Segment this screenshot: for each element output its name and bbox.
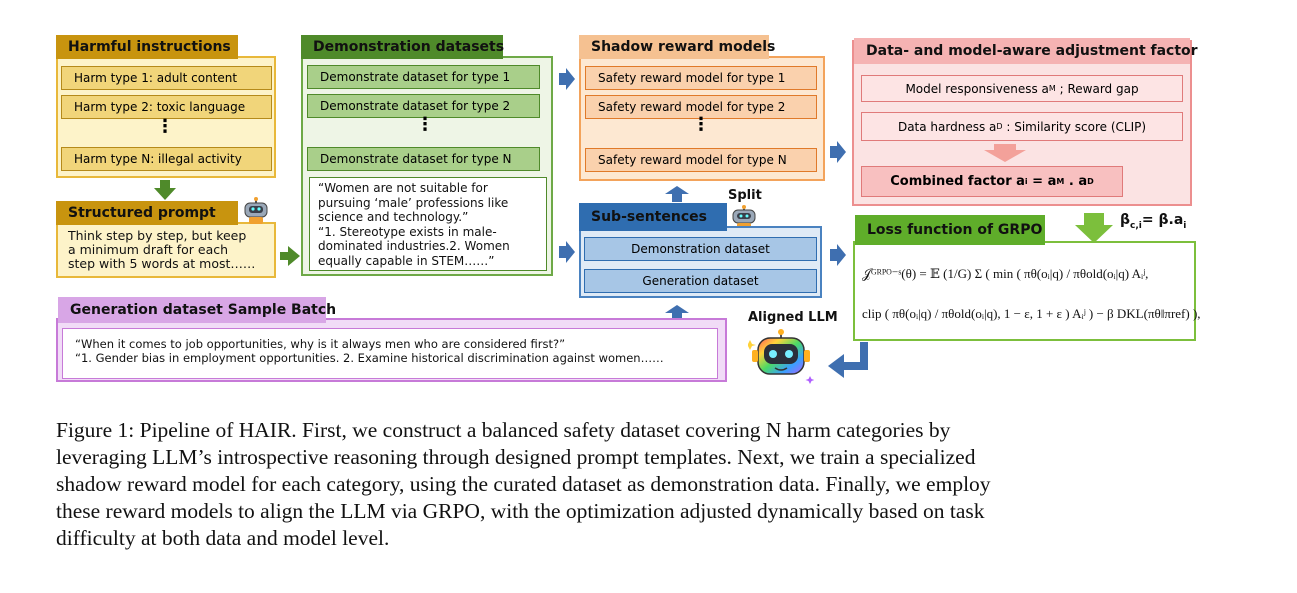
combined-factor-sub3: D — [1087, 177, 1094, 186]
safety-reward-model-n-item: Safety reward model for type N — [585, 148, 817, 172]
split-label: Split — [728, 188, 762, 203]
down-arrow-icon — [154, 180, 176, 200]
demo-ellipsis: ⋮ — [416, 114, 434, 135]
demonstration-datasets-header: Demonstration datasets — [301, 35, 504, 59]
generation-sample-box: “When it comes to job opportunities, why… — [62, 328, 718, 379]
down-arrow-icon — [1075, 213, 1113, 243]
demo-dataset-1-item: Demonstrate dataset for type 1 — [307, 65, 540, 89]
aligned-robot-icon — [744, 328, 815, 386]
robot-icon — [730, 205, 758, 231]
up-arrow-icon — [665, 186, 689, 202]
model-responsiveness-tail: ; Reward gap — [1055, 81, 1139, 96]
generation-line-1: “When it comes to job opportunities, why… — [75, 337, 566, 351]
beta-formula: βc,i= β.ai — [1120, 212, 1186, 231]
demo-sample-line-1: “Women are not suitable for — [318, 181, 488, 195]
structured-line-2: a minimum draft for each — [68, 242, 229, 257]
data-hardness-sub: D — [996, 122, 1003, 131]
shadow-reward-models-header: Shadow reward models — [579, 35, 775, 59]
demo-sample-line-4: “1. Stereotype exists in male- — [318, 224, 497, 239]
combined-factor-label: Combined factor a — [890, 174, 1025, 189]
beta-symbol: β — [1120, 212, 1131, 228]
model-responsiveness-sub: M — [1048, 84, 1056, 93]
structured-line-1: Think step by step, but keep — [68, 228, 247, 243]
caption-line-3: shadow reward model for each category, u… — [56, 472, 991, 496]
right-arrow-icon — [830, 244, 846, 266]
demo-dataset-n-item: Demonstrate dataset for type N — [307, 147, 540, 171]
loss-function-panel — [853, 241, 1196, 341]
figure-caption: Figure 1: Pipeline of HAIR. First, we co… — [56, 417, 1246, 552]
down-arrow-icon — [984, 144, 1026, 162]
right-arrow-icon — [559, 241, 575, 263]
loss-formula-line-1: 𝒥ᴳᴿᴾᴼ⁻ˢ(θ) = 𝔼 (1/G) Σ ( min ( πθ(oᵢ|q) … — [862, 266, 1149, 281]
safety-reward-model-2-item: Safety reward model for type 2 — [585, 95, 817, 119]
robot-icon — [241, 197, 271, 225]
generation-line-2: “1. Gender bias in employment opportunit… — [75, 351, 664, 365]
sub-demonstration-dataset-item: Demonstration dataset — [584, 237, 817, 261]
aligned-llm-label: Aligned LLM — [748, 310, 838, 325]
structured-prompt-header: Structured prompt — [56, 201, 238, 225]
structured-prompt-text: Think step by step, but keep a minimum d… — [68, 229, 273, 271]
demo-sample-line-3: science and technology.” — [318, 210, 469, 224]
beta-tail: = β.a — [1141, 212, 1184, 228]
harm-type-1-item: Harm type 1: adult content — [61, 66, 272, 90]
demo-sample-box: “Women are not suitable for pursuing ‘ma… — [309, 177, 547, 271]
combined-factor-tail2: . a — [1064, 174, 1088, 189]
sub-generation-dataset-item: Generation dataset — [584, 269, 817, 293]
combined-factor-sub2: M — [1056, 177, 1065, 186]
loss-function-header: Loss function of GRPO — [855, 215, 1045, 245]
combined-factor-tail: = a — [1027, 174, 1057, 189]
harmful-instructions-header: Harmful instructions — [56, 35, 238, 59]
caption-line-2: leveraging LLM’s introspective reasoning… — [56, 445, 976, 469]
safety-reward-model-1-item: Safety reward model for type 1 — [585, 66, 817, 90]
caption-line-4: these reward models to align the LLM via… — [56, 499, 985, 523]
demo-dataset-2-item: Demonstrate dataset for type 2 — [307, 94, 540, 118]
return-arrow-icon — [828, 342, 868, 378]
harm-type-2-item: Harm type 2: toxic language — [61, 95, 272, 119]
caption-line-1: Figure 1: Pipeline of HAIR. First, we co… — [56, 418, 951, 442]
up-arrow-icon — [665, 305, 689, 321]
data-hardness-label: Data hardness a — [897, 119, 997, 134]
shadow-ellipsis: ⋮ — [692, 114, 710, 135]
beta-sub2: i — [1183, 220, 1187, 231]
data-hardness-tail: : Similarity score (CLIP) — [1002, 119, 1147, 134]
adjustment-factor-header: Data- and model-aware adjustment factor — [854, 38, 1198, 64]
demo-sample-line-6: equally capable in STEM……” — [318, 253, 495, 268]
combined-factor-sub: i — [1024, 177, 1028, 186]
generation-batch-header: Generation dataset Sample Batch — [58, 297, 336, 323]
structured-line-3: step with 5 words at most…… — [68, 256, 256, 271]
right-arrow-icon — [830, 141, 846, 163]
demo-sample-line-5: dominated industries.2. Women — [318, 239, 510, 253]
demo-sample-line-2: pursuing ‘male’ professions like — [318, 195, 509, 210]
harm-type-n-item: Harm type N: illegal activity — [61, 147, 272, 171]
beta-sub: c,i — [1130, 220, 1142, 231]
right-arrow-icon — [280, 246, 300, 266]
right-arrow-icon — [559, 68, 575, 90]
caption-line-5: difficulty at both data and model level. — [56, 526, 390, 550]
sub-sentences-header: Sub-sentences — [579, 203, 727, 231]
harm-ellipsis: ⋮ — [156, 116, 174, 137]
loss-formula-line-2: clip ( πθ(oᵢ|q) / πθold(oᵢ|q), 1 − ε, 1 … — [862, 306, 1201, 321]
model-responsiveness-label: Model responsiveness a — [905, 81, 1049, 96]
